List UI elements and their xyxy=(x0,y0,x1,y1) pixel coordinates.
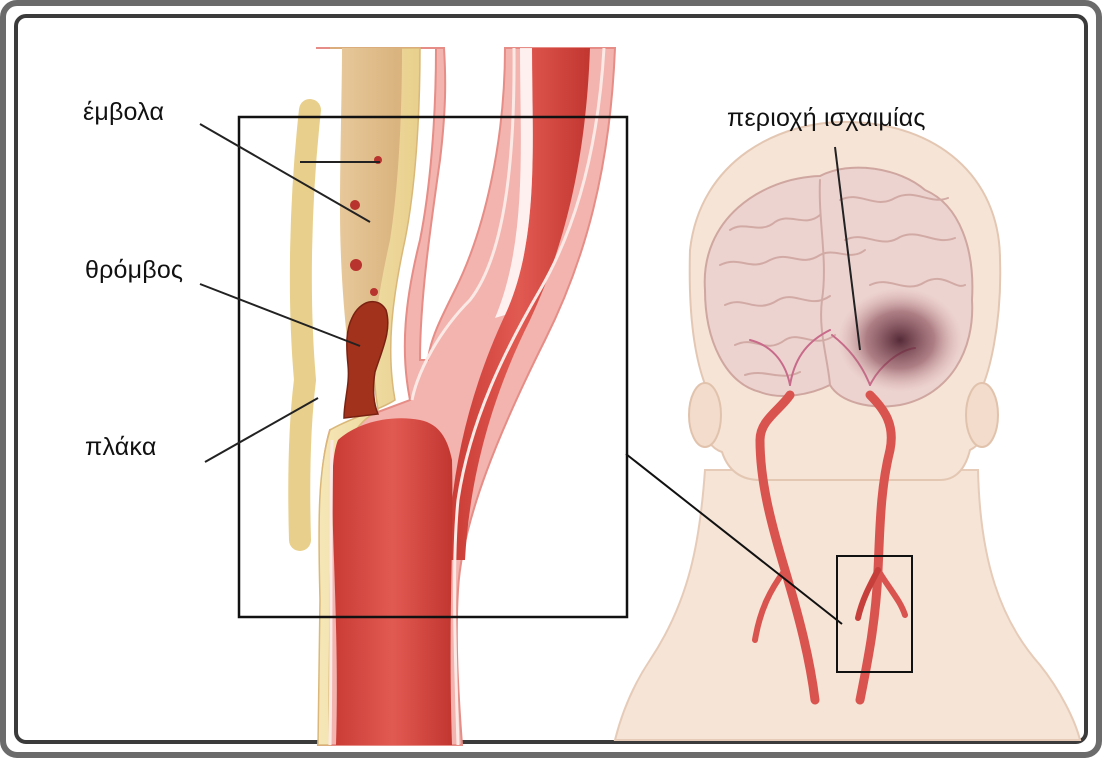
embolus-4 xyxy=(370,288,378,296)
brain xyxy=(705,168,973,407)
label-thrombus: θρόμβος xyxy=(85,256,183,285)
artery-illustration xyxy=(299,48,615,745)
label-plaque: πλάκα xyxy=(85,433,156,462)
embolus-2 xyxy=(350,200,360,210)
label-emboli: έμβολα xyxy=(83,98,164,127)
leader-thrombus xyxy=(200,284,360,346)
embolus-3 xyxy=(350,259,362,271)
ischemia-area xyxy=(838,288,962,392)
label-ischemia-area: περιοχή ισχαιμίας xyxy=(727,104,926,133)
